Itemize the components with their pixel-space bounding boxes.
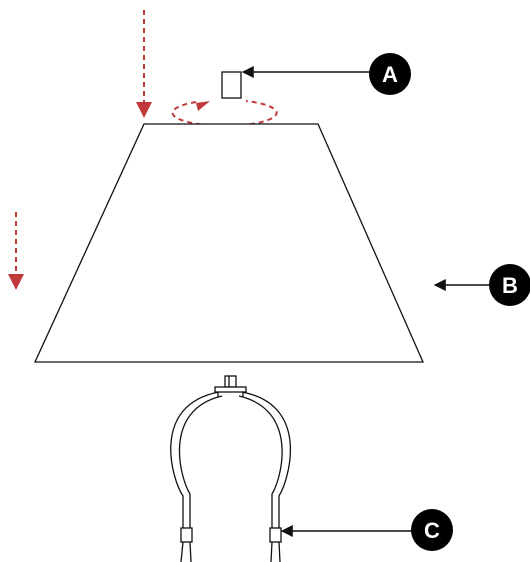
finial	[221, 71, 242, 99]
callout-b: B	[489, 264, 530, 306]
harp	[170, 375, 292, 562]
callout-a-label: A	[382, 62, 398, 87]
lamp-shade	[33, 123, 424, 363]
callout-c-label: C	[424, 518, 440, 543]
callout-a: A	[369, 53, 411, 95]
callout-c: C	[411, 509, 453, 551]
rotation-arrow-icon	[171, 100, 278, 127]
callout-b-label: B	[502, 273, 518, 298]
